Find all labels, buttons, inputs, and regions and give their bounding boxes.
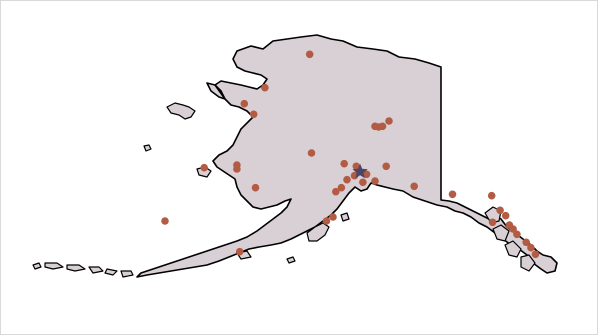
small-island-1 <box>143 144 152 152</box>
circle-marker-icon[interactable] <box>359 178 367 187</box>
circle-marker-icon[interactable] <box>240 99 249 108</box>
circle-marker-icon[interactable] <box>362 170 371 179</box>
circle-marker-icon[interactable] <box>340 159 349 168</box>
markers-layer <box>161 50 540 259</box>
circle-marker-icon[interactable] <box>337 183 346 192</box>
circle-marker-icon[interactable] <box>329 213 337 221</box>
circle-marker-icon[interactable] <box>235 247 244 256</box>
aleutian-islands <box>32 262 134 278</box>
seward-peninsula <box>206 82 226 100</box>
circle-marker-icon[interactable] <box>343 175 351 184</box>
circle-marker-icon[interactable] <box>382 162 391 171</box>
circle-marker-icon[interactable] <box>448 190 457 199</box>
alaska-mainland <box>136 34 558 278</box>
circle-marker-icon[interactable] <box>249 110 258 119</box>
circle-marker-icon[interactable] <box>501 211 510 220</box>
star-marker-icon[interactable] <box>352 163 368 179</box>
circle-marker-icon[interactable] <box>233 165 241 173</box>
small-island-3 <box>286 256 296 264</box>
circle-marker-icon[interactable] <box>487 191 496 200</box>
circle-marker-icon[interactable] <box>261 83 269 92</box>
circle-marker-icon[interactable] <box>161 217 169 225</box>
circle-marker-icon[interactable] <box>305 50 314 59</box>
circle-marker-icon[interactable] <box>200 163 208 172</box>
circle-marker-icon[interactable] <box>488 218 497 227</box>
circle-marker-icon[interactable] <box>378 122 387 131</box>
circle-marker-icon[interactable] <box>307 149 316 157</box>
circle-marker-icon[interactable] <box>322 217 331 225</box>
circle-marker-icon[interactable] <box>410 182 419 191</box>
circle-marker-icon[interactable] <box>496 206 504 215</box>
circle-marker-icon[interactable] <box>371 177 379 185</box>
circle-marker-icon[interactable] <box>513 230 521 239</box>
circle-marker-icon[interactable] <box>332 187 340 196</box>
circle-marker-icon[interactable] <box>352 162 361 171</box>
circle-marker-icon[interactable] <box>251 183 260 192</box>
circle-marker-icon[interactable] <box>531 250 540 259</box>
southeast-archipelago <box>484 206 536 272</box>
circle-marker-icon[interactable] <box>385 117 393 125</box>
kodiak-island <box>306 222 330 242</box>
small-island-4 <box>340 212 350 222</box>
circle-marker-icon[interactable] <box>527 243 535 252</box>
st-lawrence-island <box>166 102 196 120</box>
circle-marker-icon[interactable] <box>509 225 517 233</box>
circle-marker-icon[interactable] <box>522 238 530 247</box>
